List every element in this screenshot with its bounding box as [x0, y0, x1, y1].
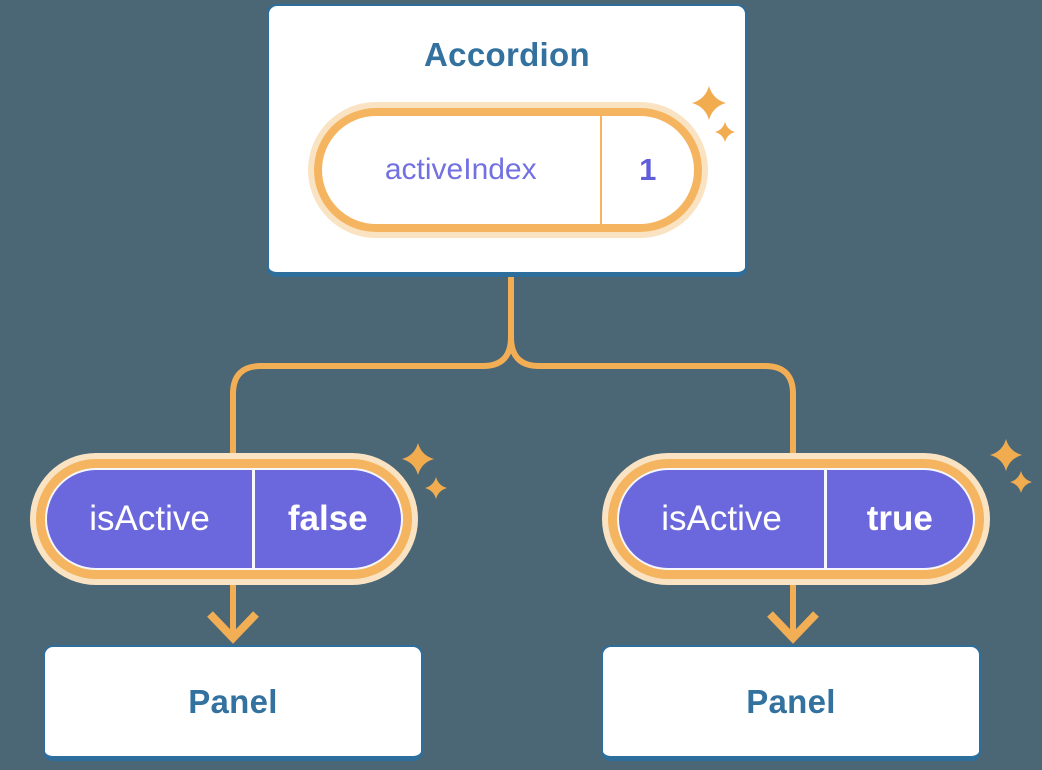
pill-divider: [824, 470, 827, 568]
connector-left-line: [230, 277, 514, 634]
state-pill: activeIndex 1: [314, 108, 702, 232]
sparkle-icon: [402, 443, 434, 475]
sparkle-icon: [990, 439, 1022, 471]
prop-pill-right-label: isActive: [661, 499, 782, 538]
state-pill-inner: activeIndex 1: [322, 116, 694, 224]
connector-right-line: [508, 277, 796, 634]
prop-pill-right-value: true: [866, 499, 933, 538]
sparkle-icon: [692, 86, 726, 120]
accordion-card: Accordion activeIndex 1: [267, 4, 747, 277]
panel-card-right: Panel: [601, 645, 981, 761]
state-pill-value: 1: [639, 152, 657, 187]
prop-pill-right: isActive true: [608, 459, 984, 579]
sparkle-icon: [425, 477, 447, 499]
state-pill-label: activeIndex: [384, 153, 537, 186]
prop-pill-left-value: false: [287, 499, 368, 538]
arrowhead-right-icon: [767, 611, 819, 644]
pill-divider: [599, 116, 602, 224]
sparkle-icon: [715, 122, 735, 142]
prop-pill-left-label: isActive: [89, 499, 210, 538]
prop-pill-left-inner: isActive false: [45, 468, 403, 570]
arrowhead-left-icon: [207, 611, 259, 644]
panel-left-title: Panel: [188, 682, 278, 720]
panel-right-title: Panel: [746, 682, 836, 720]
pill-divider: [252, 470, 255, 568]
accordion-title: Accordion: [424, 36, 590, 73]
prop-pill-right-inner: isActive true: [617, 468, 975, 570]
panel-card-left: Panel: [43, 645, 423, 761]
sparkle-icon: [1010, 471, 1032, 493]
prop-pill-left: isActive false: [36, 459, 412, 579]
